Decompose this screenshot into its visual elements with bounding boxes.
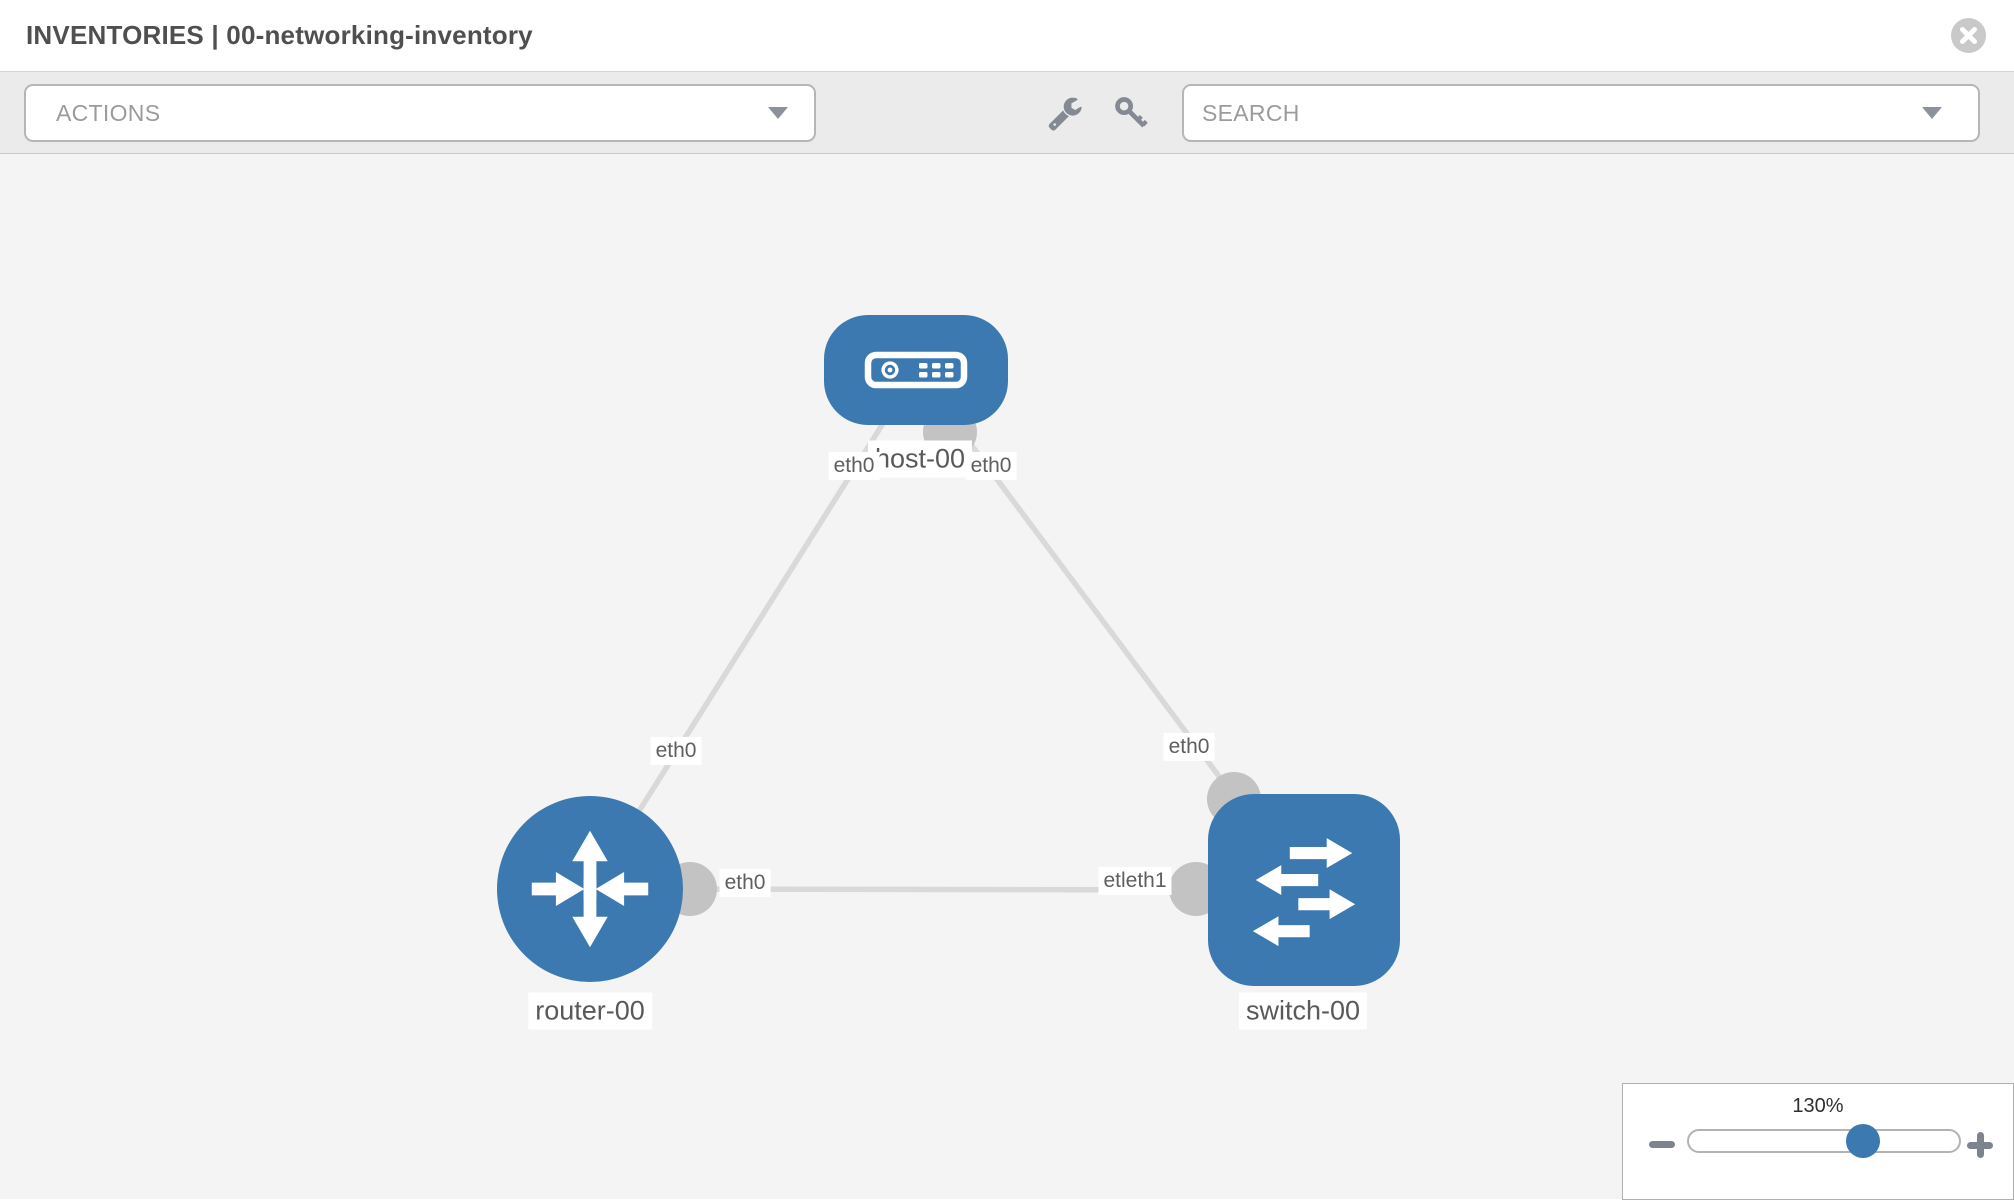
interface-label: eth0 [1163,732,1215,762]
key-icon [1115,97,1148,128]
close-icon [1960,27,1977,44]
node-switch-00[interactable] [1208,794,1400,986]
zoom-slider[interactable] [1687,1124,1961,1158]
search-dropdown[interactable]: SEARCH [1182,84,1980,142]
switch-icon [1252,838,1356,947]
chevron-down-icon [768,107,788,119]
search-placeholder: SEARCH [1202,99,1300,126]
node-label-host: host-00 [867,440,973,478]
credentials-button[interactable] [1112,94,1150,132]
interface-label: eth0 [828,451,880,481]
zoom-control-panel: 130% [1622,1083,2014,1200]
interface-label: etleth1 [1098,866,1172,896]
minus-icon[interactable] [1649,1141,1675,1148]
actions-dropdown[interactable]: ACTIONS [24,84,816,142]
configure-button[interactable] [1046,94,1084,132]
node-label-switch: switch-00 [1238,992,1368,1030]
links-layer [587,369,1307,916]
node-router-00[interactable] [497,796,683,982]
zoom-slider-thumb[interactable] [1846,1124,1880,1158]
interface-label: eth0 [719,868,771,898]
chevron-down-icon [1922,107,1942,119]
node-host-00[interactable] [824,315,1008,425]
router-icon [531,830,649,948]
host-icon [864,351,968,389]
wrench-icon [1048,97,1082,131]
panel-header: INVENTORIES | 00-networking-inventory [0,0,2014,72]
interface-label: eth0 [650,736,702,766]
plus-icon[interactable] [1967,1132,1993,1158]
toolbar: ACTIONS SEARCH [0,72,2014,154]
close-button[interactable] [1951,18,1986,53]
zoom-level-label: 130% [1792,1095,1844,1117]
network-topology-canvas[interactable]: host-00 router-00 switch-00 eth0 eth0 et… [0,154,2014,1199]
interface-label: eth0 [965,451,1017,481]
page-title: INVENTORIES | 00-networking-inventory [26,20,533,50]
node-label-router: router-00 [528,992,652,1030]
actions-dropdown-label: ACTIONS [56,99,161,126]
